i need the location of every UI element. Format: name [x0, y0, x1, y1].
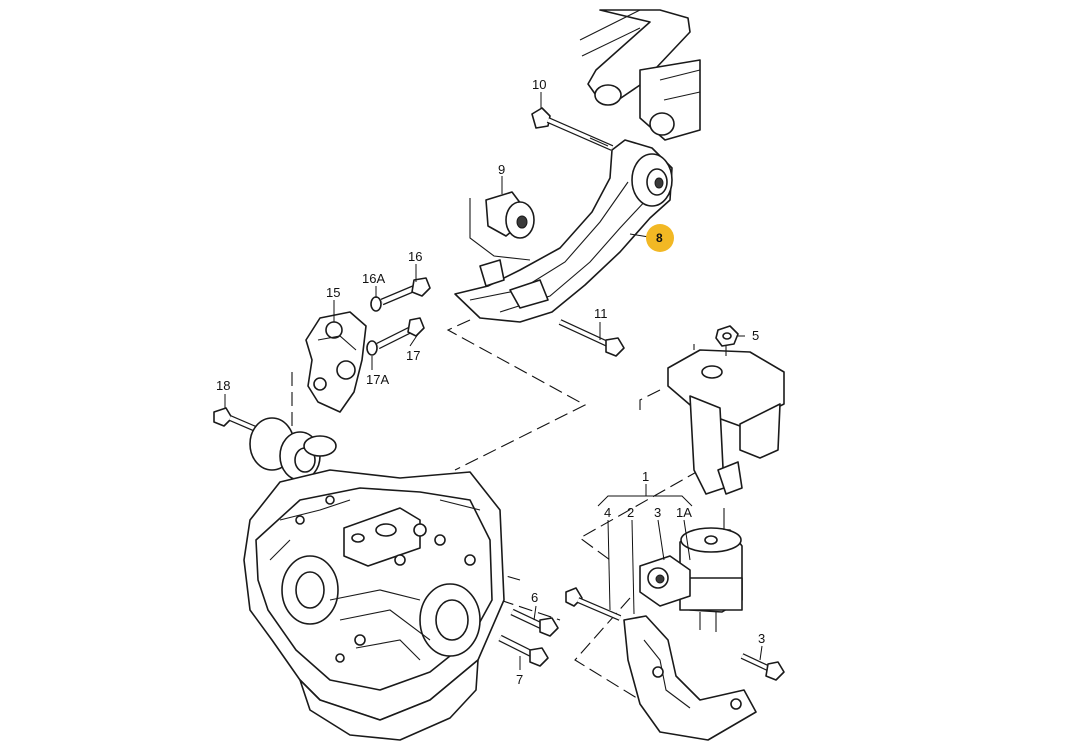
callout-1A: 1A	[676, 505, 692, 520]
callout-16: 16	[408, 249, 422, 264]
callout-8: 8	[656, 231, 663, 245]
callout-4: 4	[604, 505, 611, 520]
callout-3-lower: 3	[758, 631, 765, 646]
mount-lower-bracket	[623, 615, 757, 741]
callout-7: 7	[516, 672, 523, 687]
bolt-4	[565, 587, 622, 621]
bolt-11	[558, 319, 625, 357]
bushing	[469, 191, 535, 261]
callout-16A: 16A	[362, 271, 385, 286]
transmission-bracket	[305, 311, 367, 413]
callout-9: 9	[498, 162, 505, 177]
callout-17: 17	[406, 348, 420, 363]
callout-6: 6	[531, 590, 538, 605]
bolt-17	[366, 317, 425, 356]
bolt-7	[498, 634, 549, 667]
callout-17A: 17A	[366, 372, 389, 387]
callout-8-highlight[interactable]: 8	[646, 224, 674, 252]
engine-mount-bracket	[667, 344, 785, 495]
leader-lines	[224, 92, 763, 670]
drive-flange	[249, 417, 337, 481]
bolt-3	[740, 653, 785, 681]
callout-1: 1	[642, 469, 649, 484]
callout-18: 18	[216, 378, 230, 393]
callout-10: 10	[532, 77, 546, 92]
assembly-lines	[291, 319, 701, 701]
callout-15: 15	[326, 285, 340, 300]
bolt-16	[370, 277, 431, 312]
callout-5: 5	[752, 328, 759, 343]
bolt-10	[531, 107, 614, 151]
bolt-6	[510, 608, 559, 637]
transmission-housing	[243, 469, 505, 741]
callout-11: 11	[594, 306, 608, 321]
engine-mount	[639, 508, 743, 632]
torque-support-arm	[454, 139, 673, 323]
subframe	[579, 9, 701, 141]
callout-3-upper: 3	[654, 505, 661, 520]
nut-5	[715, 325, 739, 356]
callout-2: 2	[627, 505, 634, 520]
bolt-18	[213, 407, 260, 433]
callout-labels: 10 9 8 11 16 16A 15 17 17A 18 5 1 4 2 3 …	[216, 77, 765, 687]
